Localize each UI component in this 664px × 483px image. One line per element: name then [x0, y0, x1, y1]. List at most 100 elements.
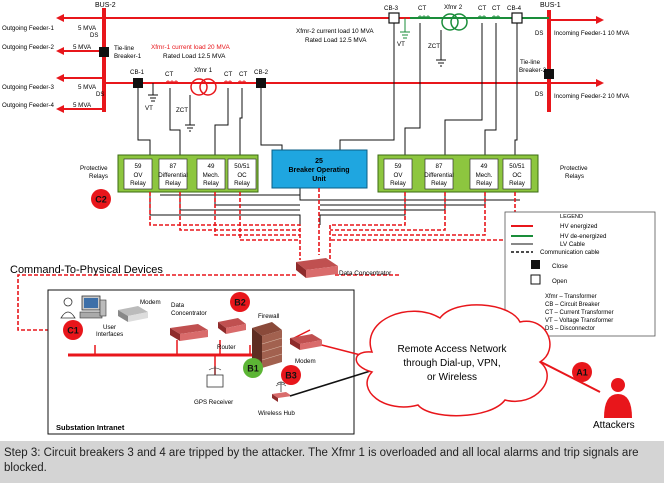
right-relay-3[interactable]	[502, 158, 532, 190]
left-relay-1[interactable]	[158, 158, 188, 190]
router-device[interactable]	[218, 318, 246, 334]
outgoing-feeder-1-label: Outgoing Feeder-1	[2, 25, 54, 32]
right-relay-2-label-line2: Relay	[476, 180, 493, 187]
ct-coils-xfmr1	[165, 80, 247, 85]
xfmr-1-label: Xfmr 1	[194, 67, 213, 74]
tie-line-breaker-2[interactable]	[544, 69, 554, 79]
protective-relays-left-line1: Protective	[80, 165, 108, 172]
remote-access-line1: Remote Access Network	[398, 344, 508, 355]
bou-number: 25	[315, 158, 323, 165]
legend-abbr-1: CB – Circuit Breaker	[545, 302, 600, 308]
step-caption: Step 3: Circuit breakers 3 and 4 are tri…	[4, 447, 639, 474]
cb-3-open[interactable]	[388, 12, 400, 24]
ground-xfmr1	[185, 124, 195, 132]
cb-1-label: CB-1	[130, 69, 145, 76]
vt-xfmr2	[400, 31, 410, 39]
left-relay-0-number: 59	[135, 163, 142, 170]
xfmr-2-coil-a	[441, 13, 459, 31]
incoming-feeder-1-label: Incoming Feeder-1 10 MVA	[554, 30, 630, 37]
right-relay-1[interactable]	[424, 158, 454, 190]
left-relay-0-label-line2: Relay	[130, 180, 147, 187]
tie-breaker-1-label-line1: Tie-line	[114, 45, 135, 52]
tie-breaker-2-label-line2: Breaker-2	[519, 67, 547, 74]
ct-label-x1b: CT	[224, 71, 232, 78]
cb-4-open[interactable]	[511, 12, 523, 24]
right-relay-3-label-line2: Relay	[509, 180, 526, 187]
ct-label-x2b: CT	[478, 5, 486, 12]
xfmr-2-rated: Rated Load 12.5 MVA	[305, 37, 367, 44]
marker-c1-label: C1	[67, 326, 79, 336]
data-concentrator-top-device[interactable]	[296, 258, 338, 278]
legend-hv-deenergized: HV de-energized	[560, 233, 607, 240]
data-concentrator-top-label: Data Concentrator	[339, 270, 392, 277]
left-relay-3[interactable]	[227, 158, 257, 190]
right-relay-2[interactable]	[469, 158, 499, 190]
wireless-hub-device[interactable]	[272, 381, 292, 402]
legend-abbr-2: CT – Current Transformer	[545, 310, 614, 316]
router-label: Router	[217, 344, 236, 351]
legend-close: Close	[552, 263, 568, 270]
firewall-label: Firewall	[258, 313, 279, 320]
modem-2-device[interactable]	[290, 334, 322, 350]
xfmr-1-coil-b	[199, 78, 217, 96]
marker-c2	[91, 189, 111, 209]
modem-1-label: Modem	[140, 299, 161, 306]
marker-a1-label: A1	[576, 368, 588, 378]
left-relay-1-label-line2: Relay	[165, 180, 182, 187]
caption-box	[0, 441, 664, 483]
gps-receiver-device[interactable]	[206, 366, 224, 388]
left-relay-0[interactable]	[123, 158, 153, 190]
cb-2-label: CB-2	[254, 69, 269, 76]
tie-line-breaker-1[interactable]	[99, 47, 109, 57]
right-relay-0-label-line2: Relay	[390, 180, 407, 187]
bou-line1: Breaker Operating	[288, 167, 349, 174]
left-relay-2-number: 49	[208, 163, 215, 170]
outgoing-feeder-2-label: Outgoing Feeder-2	[2, 44, 54, 51]
cb-2-closed[interactable]	[256, 78, 266, 88]
left-relay-3-label-line1: OC	[237, 172, 247, 179]
cb-3-label: CB-3	[384, 5, 399, 12]
vt-label-1: VT	[145, 105, 153, 112]
ct-label-x1a: CT	[165, 71, 173, 78]
wireless-hub-link	[289, 367, 381, 397]
incoming-feeders	[549, 16, 604, 87]
relays-right: 59OVRelay87DifferentialRelay49Mech.Relay…	[383, 158, 532, 190]
bou-line2: Unit	[312, 176, 326, 183]
outgoing-feeder-2-mva: 5 MVA	[73, 44, 92, 51]
right-relay-1-label-line2: Relay	[431, 180, 448, 187]
marker-b1-label: B1	[247, 364, 259, 374]
computer-icon[interactable]	[79, 295, 107, 319]
xfmr-1-load: Xfmr-1 current load 20 MVA	[151, 44, 230, 51]
right-relay-0[interactable]	[383, 158, 413, 190]
protective-relays-left-line2: Relays	[89, 173, 108, 180]
zct-label-2: ZCT	[428, 43, 440, 50]
legend-comm: Communication cable	[540, 249, 600, 256]
modem-1-device[interactable]	[118, 306, 148, 322]
left-relay-2[interactable]	[196, 158, 226, 190]
left-relay-2-label-line1: Mech.	[203, 172, 220, 179]
remote-access-line3: or Wireless	[427, 372, 477, 383]
left-relay-1-label-line1: Differential	[158, 172, 187, 179]
right-relay-1-number: 87	[436, 163, 443, 170]
marker-b1	[243, 358, 263, 378]
right-relay-3-label-line1: OC	[512, 172, 522, 179]
breaker-operating-unit[interactable]	[271, 149, 368, 189]
outgoing-feeder-3-mva: 5 MVA	[78, 84, 97, 91]
marker-c1	[63, 320, 83, 340]
xfmr-1-coil-a	[190, 78, 208, 96]
data-concentrator-intranet-device[interactable]	[170, 324, 208, 341]
attacker-person-icon	[604, 378, 632, 418]
firewall-device[interactable]	[252, 322, 283, 368]
user-interfaces-line2: Interfaces	[96, 331, 123, 338]
xfmr-2-coil-b	[450, 13, 468, 31]
wireless-hub-label: Wireless Hub	[258, 410, 295, 417]
ds-label-4: DS	[535, 92, 543, 98]
left-relay-1-number: 87	[170, 163, 177, 170]
right-relay-0-label-line1: OV	[394, 172, 404, 179]
ct-label-x2a: CT	[418, 5, 426, 12]
cb-1-closed[interactable]	[133, 78, 143, 88]
ds-label-2: DS	[96, 92, 104, 98]
outgoing-feeder-4-mva: 5 MVA	[73, 102, 92, 109]
zct-label-1: ZCT	[176, 107, 188, 114]
ct-coils-xfmr2	[417, 15, 501, 20]
